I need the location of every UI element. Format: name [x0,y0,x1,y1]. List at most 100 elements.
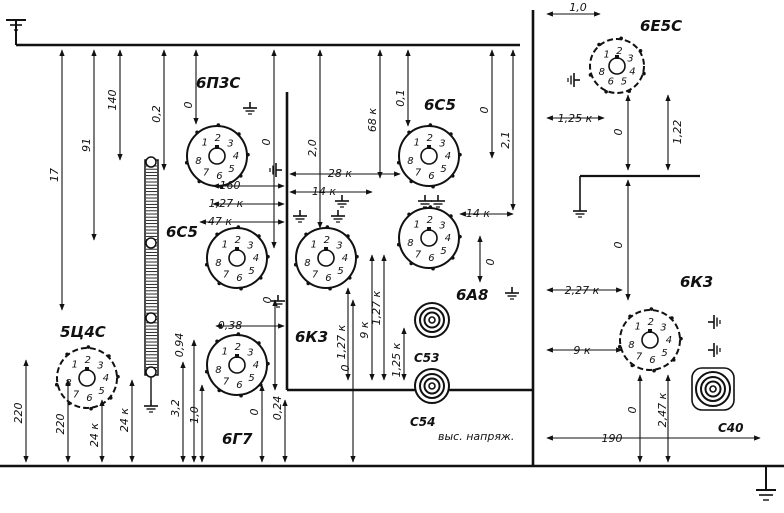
resistor-strip [143,156,159,413]
tube-pin-label: 5 [248,266,254,277]
dimension-label: 0,2 [150,105,163,123]
tube-pin-label: 3 [247,348,253,359]
dimension-label: 0 [248,409,261,416]
tube-pin-label: 1 [604,50,610,61]
dimension-label: 1,0 [188,406,201,424]
tube-pin-label: 5 [228,164,234,175]
tube-label: 6К3 [680,273,713,291]
dimension-label: 220 [54,414,67,435]
tube-pin-label: 1 [222,346,228,357]
tube-pin-label: 1 [414,219,420,230]
dimension-label: 9 к [358,321,371,338]
dimension-lines [23,11,761,463]
dimension-label: 2,27 к [565,284,600,297]
tube-pin-label: 5 [661,348,667,359]
tube-pin-label: 4 [233,151,239,162]
busbars [0,10,784,501]
dimension-label: 220 [12,403,25,424]
tube-pin-label: 7 [203,168,210,179]
dimension-label: 0 [484,259,497,266]
tube-pin-label: 4 [253,253,259,264]
tube-pin-label: 5 [621,76,627,87]
tube-pin-label: 8 [407,156,413,167]
tube-pin-label: 8 [215,365,221,376]
tube-pin-label: 2 [235,342,241,353]
tube-pin-label: 4 [253,360,259,371]
tube-pin-label: 5 [440,164,446,175]
tube-pin-label: 7 [73,390,80,401]
dimension-label: 1,27 к [209,197,244,210]
tube-pin-label: 4 [342,253,348,264]
tube-pin-label: 3 [247,241,253,252]
dimension-label: 9 к [573,344,590,357]
dimension-label: 24 к [88,423,101,447]
tube-label: 6А8 [456,286,488,304]
tube-pin-label: 6 [608,77,614,88]
tube-pin-label: 3 [439,139,445,150]
tube-pin-label: 2 [427,215,433,226]
tube-pin-label: 6 [236,273,242,284]
tube-pin-label: 8 [195,156,201,167]
dimension-label: 0 [626,407,639,414]
tube-pin-label: 8 [407,238,413,249]
label-c53: C53 [414,351,440,365]
tube-pin-label: 7 [312,270,319,281]
dimension-label: 0,38 [218,319,243,332]
dimension-label: 0 [612,129,625,136]
tube-label: 6К3 [295,328,328,346]
tube-pin-label: 6 [86,393,92,404]
dimension-label: 1,25 к [558,112,593,125]
tube-pin-label: 4 [445,233,451,244]
dimension-label: 0 [612,242,625,249]
dimension-label: 24 к [118,408,131,432]
tube-pin-label: 4 [629,66,635,77]
tube-pin-label: 1 [414,137,420,148]
tube-pin-label: 7 [223,377,230,388]
tube-pin-label: 3 [336,241,342,252]
tube-pin-label: 6 [428,171,434,182]
tube-pin-label: 6 [236,380,242,391]
tube-pin-label: 2 [616,46,622,57]
tube-pin-label: 2 [324,235,330,246]
dimension-label: 3,2 [169,399,182,417]
tube-pin-label: 3 [227,139,233,150]
tube-label: 6Г7 [222,430,253,448]
dimension-label: 68 к [366,108,379,132]
tube-pin-label: 5 [440,246,446,257]
tube-pin-label: 6 [325,273,331,284]
component-c53 [414,302,450,338]
dimension-label: 1,27 к [370,290,383,325]
tube-pin-label: 4 [103,373,109,384]
label-c54: C54 [410,415,436,429]
dimension-label: 1,25 к [390,342,403,377]
tube-pin-label: 5 [337,266,343,277]
tube-pin-label: 2 [427,133,433,144]
dimension-label: 2,47 к [656,392,669,427]
dimension-label: 0 [339,365,352,372]
tube-pin-label: 8 [215,258,221,269]
dimension-label: 0 [478,107,491,114]
dimension-label: 190 [602,432,623,445]
tube-label: 6П3С [196,74,240,92]
dimension-label: 14 к [466,207,490,220]
dimension-label: 140 [106,90,119,111]
dimension-label: 91 [80,138,93,152]
tube-label: 6С5 [166,223,198,241]
component-c40 [691,367,735,411]
component-c54 [414,368,450,404]
tube-pin-label: 4 [666,335,672,346]
tube-label: 6Е5С [640,17,682,35]
tube-pin-label: 3 [439,221,445,232]
dimension-label: 0 [261,297,274,304]
dimension-label: 1,0 [569,1,587,14]
